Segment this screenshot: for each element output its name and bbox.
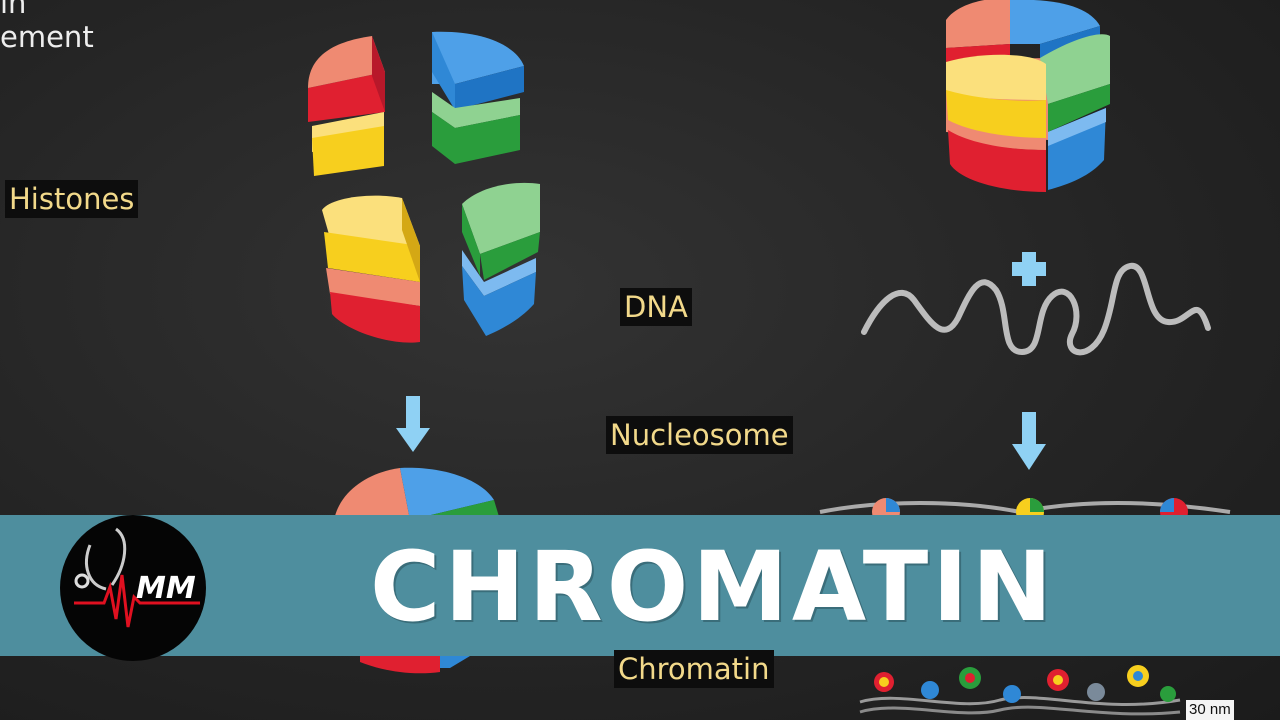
plus-icon xyxy=(1012,252,1046,286)
logo-text: MM xyxy=(136,571,196,606)
dna-strand xyxy=(861,262,1211,356)
down-arrow-right xyxy=(1012,412,1046,470)
chromatin-fiber xyxy=(859,665,1181,716)
histones-label: Histones xyxy=(5,180,139,218)
histone-block-green-large xyxy=(462,182,540,280)
histone-block-blue-top xyxy=(432,31,524,110)
histone-block-yellow-small xyxy=(312,112,384,176)
histone-octamer-top-right xyxy=(946,0,1110,192)
stethoscope-icon xyxy=(74,527,200,628)
histone-block-blue-large xyxy=(462,250,536,336)
histone-block-red xyxy=(308,36,385,122)
histone-block-red-large xyxy=(326,268,420,343)
title-banner xyxy=(0,515,1280,656)
corner-text-line1: in xyxy=(0,0,27,20)
nucleosome-label: Nucleosome xyxy=(606,416,793,454)
corner-text-line2: ement xyxy=(0,20,94,54)
chromatin-label: Chromatin xyxy=(614,650,774,688)
scale-label: 30 nm xyxy=(1186,700,1234,720)
logo: MM xyxy=(60,515,206,661)
down-arrow-left xyxy=(396,396,430,452)
banner-title: CHROMATIN xyxy=(370,531,1057,643)
dna-label: DNA xyxy=(620,288,692,326)
histone-block-yellow-large xyxy=(322,195,420,282)
histone-block-green-top xyxy=(432,92,520,164)
